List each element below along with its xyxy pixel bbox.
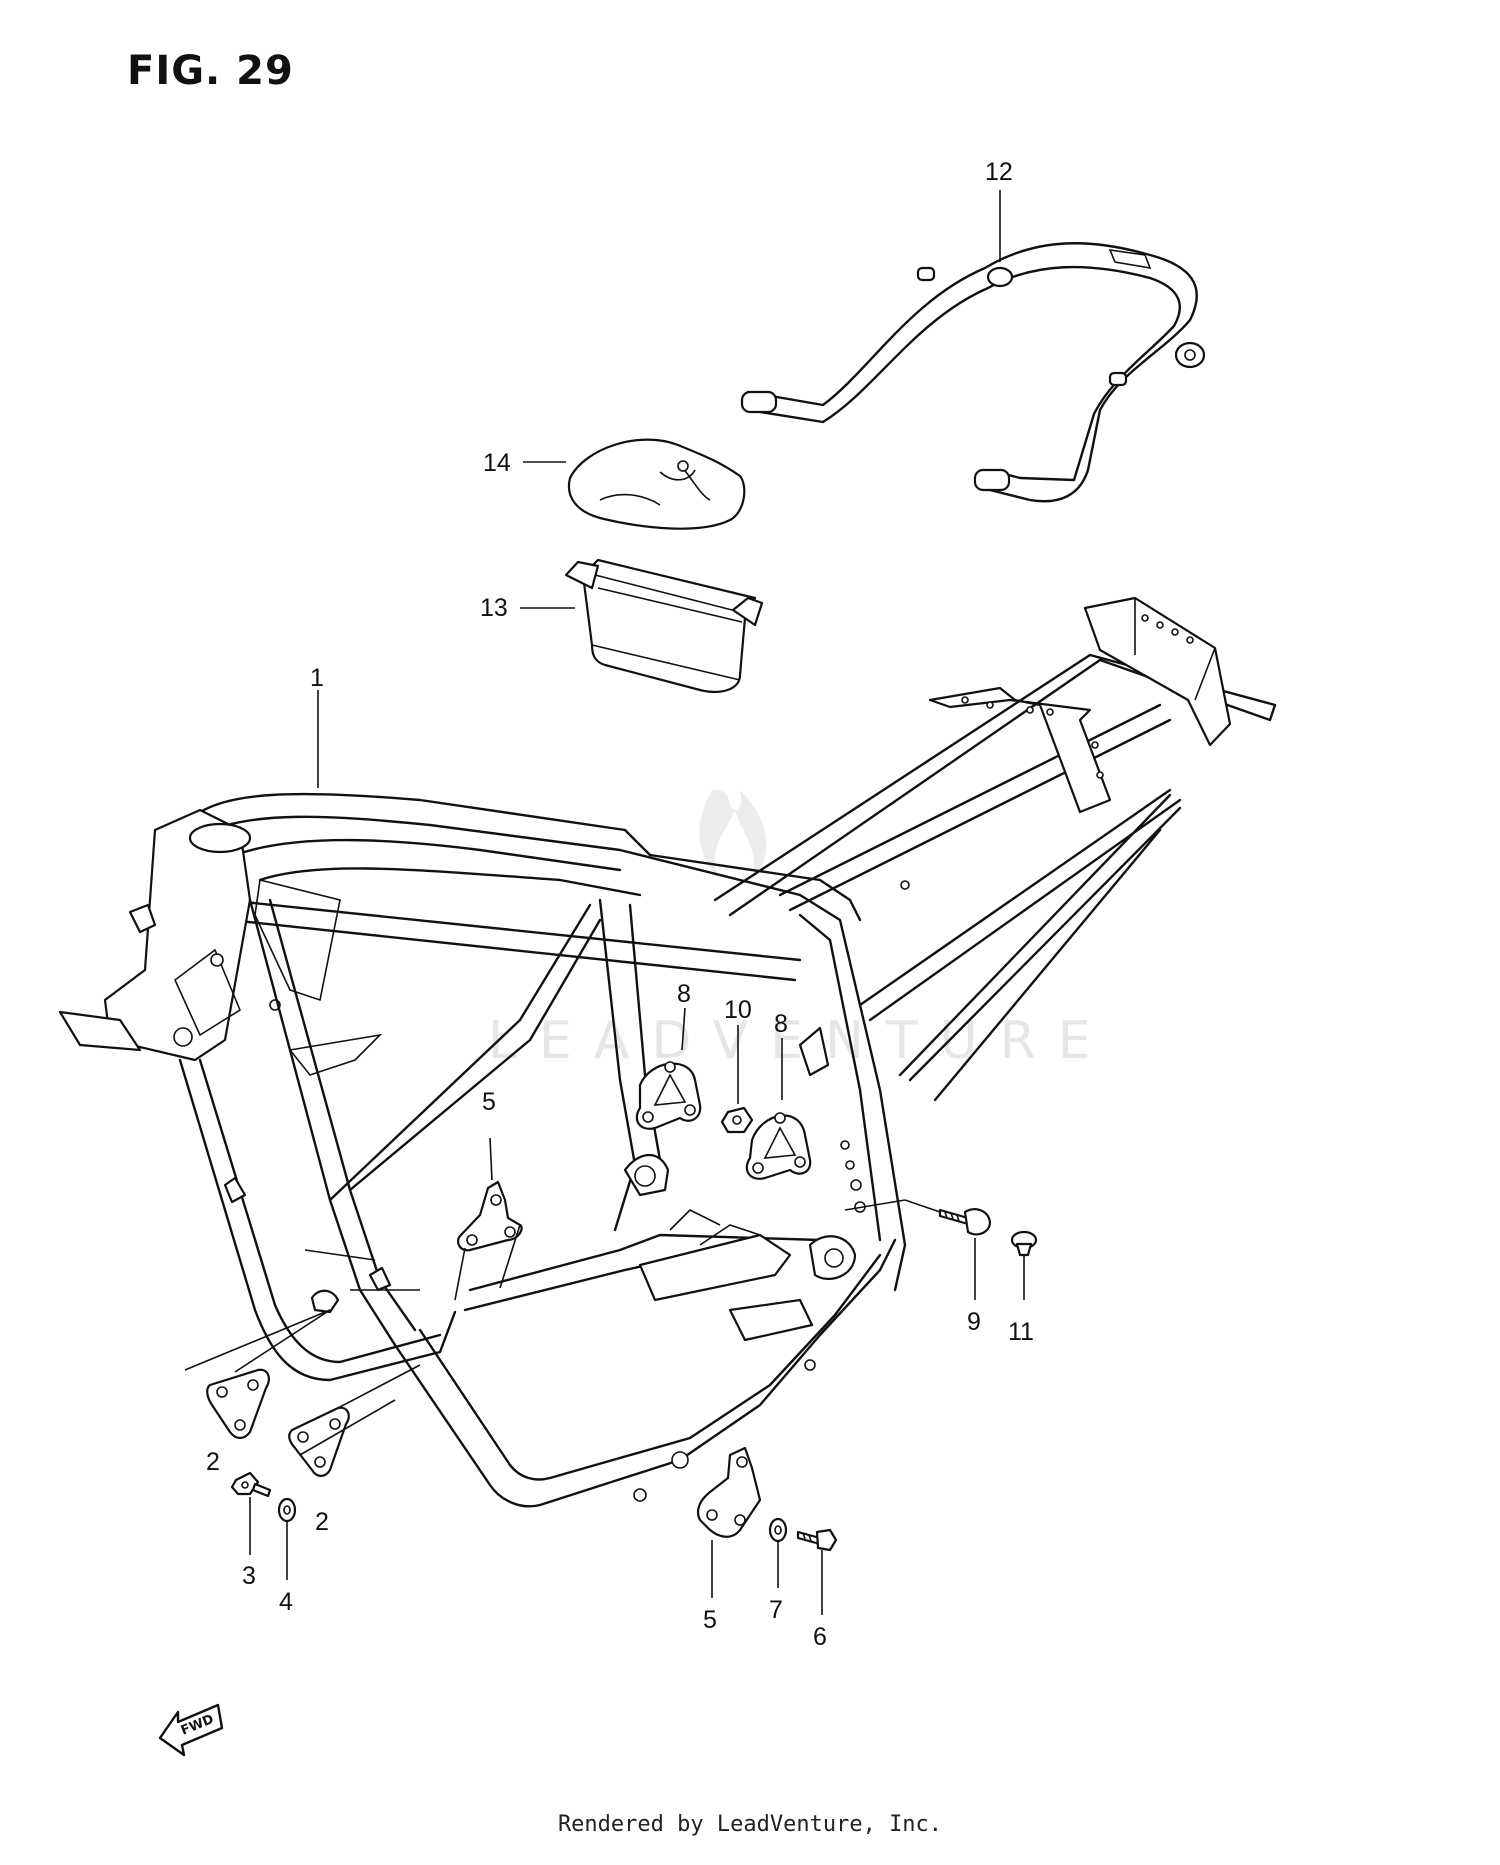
callout-10: 10 [724, 996, 752, 1024]
callout-5b: 5 [703, 1606, 717, 1634]
callout-12: 12 [985, 158, 1013, 186]
part-1-main-frame[interactable] [58, 596, 1277, 1508]
part-7-washer[interactable] [768, 1517, 788, 1543]
callout-labels: 1 2 2 3 4 5 5 6 7 8 8 9 10 11 12 13 14 [206, 158, 1034, 1651]
part-2-mount-plate-b[interactable] [288, 1406, 350, 1478]
callout-5a: 5 [482, 1088, 496, 1116]
leader-lines [184, 190, 1025, 1615]
leadventure-watermark: LEADVENTURE [488, 790, 1113, 1071]
callout-11: 11 [1008, 1318, 1034, 1346]
part-6-bolt[interactable] [796, 1528, 838, 1552]
callout-1: 1 [310, 664, 324, 692]
part-8-pivot-plate-left[interactable] [635, 1061, 702, 1130]
callout-14: 14 [483, 449, 511, 477]
fwd-indicator: FWD [158, 1703, 224, 1757]
part-11-plug[interactable] [1010, 1230, 1038, 1257]
callout-2b: 2 [315, 1508, 329, 1536]
render-credit: Rendered by LeadVenture, Inc. [557, 1812, 943, 1837]
watermark-text: LEADVENTURE [488, 1011, 1113, 1071]
part-12-grab-rail[interactable] [740, 242, 1206, 503]
callout-6: 6 [813, 1623, 827, 1651]
callout-3: 3 [242, 1562, 256, 1590]
part-13-tray[interactable] [564, 558, 764, 693]
callout-13: 13 [480, 594, 508, 622]
part-8-pivot-plate-right[interactable] [745, 1112, 812, 1180]
part-2-mount-plate-a[interactable] [206, 1368, 270, 1440]
part-3-bolt[interactable] [230, 1471, 272, 1498]
callout-8a: 8 [677, 980, 691, 1008]
part-14-tool-bag[interactable] [567, 438, 746, 530]
figure-title: FIG. 29 [127, 48, 294, 94]
part-5-mount-plate-lower[interactable] [696, 1446, 762, 1538]
callout-8b: 8 [774, 1010, 788, 1038]
callout-9: 9 [967, 1308, 981, 1336]
callout-7: 7 [769, 1596, 783, 1624]
part-4-washer[interactable] [277, 1497, 297, 1523]
part-9-bolt[interactable] [938, 1208, 992, 1236]
callout-4: 4 [279, 1588, 293, 1616]
fwd-arrow-icon [158, 1703, 224, 1757]
part-10-nut[interactable] [720, 1106, 754, 1134]
callout-2a: 2 [206, 1448, 220, 1476]
part-5-mount-plate-upper[interactable] [456, 1180, 523, 1252]
